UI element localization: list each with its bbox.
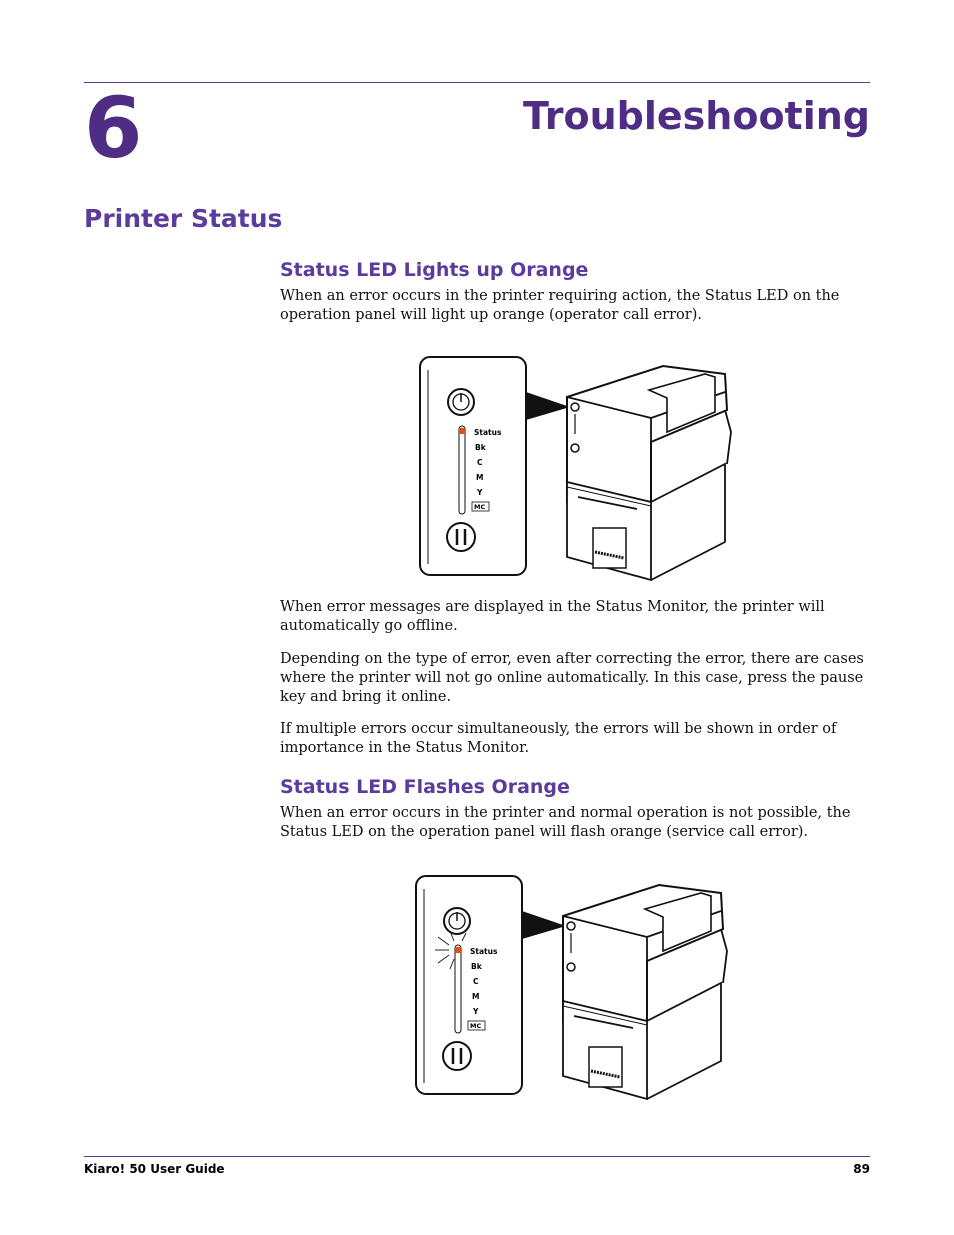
panel-label-bk: Bk <box>471 962 483 971</box>
chapter-title: Troubleshooting <box>523 94 870 138</box>
panel-label-m: M <box>476 473 483 482</box>
panel-label-y: Y <box>472 1007 479 1016</box>
panel-label-c: C <box>477 458 483 467</box>
paragraph-offline: When error messages are displayed in the… <box>280 599 825 634</box>
status-led <box>459 428 465 434</box>
section-title: Printer Status <box>84 204 283 233</box>
figure-led-flashing: Status Bk C M Y MC <box>415 875 728 1101</box>
panel-label-status: Status <box>474 428 502 437</box>
panel-label-mc: MC <box>474 503 485 511</box>
footer-rule <box>84 1156 870 1157</box>
paragraph-flashes: When an error occurs in the printer and … <box>280 805 851 840</box>
panel-label-status: Status <box>470 947 498 956</box>
paragraph-pause: Depending on the type of error, even aft… <box>280 651 864 705</box>
header-rule <box>84 82 870 83</box>
panel-label-m: M <box>472 992 479 1001</box>
status-led <box>455 947 461 953</box>
paragraph-multiple: If multiple errors occur simultaneously,… <box>280 721 837 756</box>
subsection-heading-flashes: Status LED Flashes Orange <box>280 776 570 798</box>
page-number: 89 <box>853 1162 870 1176</box>
paragraph-lights: When an error occurs in the printer requ… <box>280 288 840 323</box>
panel-label-mc: MC <box>470 1022 481 1030</box>
subsection-heading-lights: Status LED Lights up Orange <box>280 259 589 281</box>
chapter-number: 6 <box>84 79 143 177</box>
panel-label-c: C <box>473 977 479 986</box>
footer-guide-title: Kiaro! 50 User Guide <box>84 1162 225 1176</box>
panel-label-bk: Bk <box>475 443 487 452</box>
panel-label-y: Y <box>476 488 483 497</box>
figure-led-on: Status Bk C M Y MC <box>419 356 732 582</box>
